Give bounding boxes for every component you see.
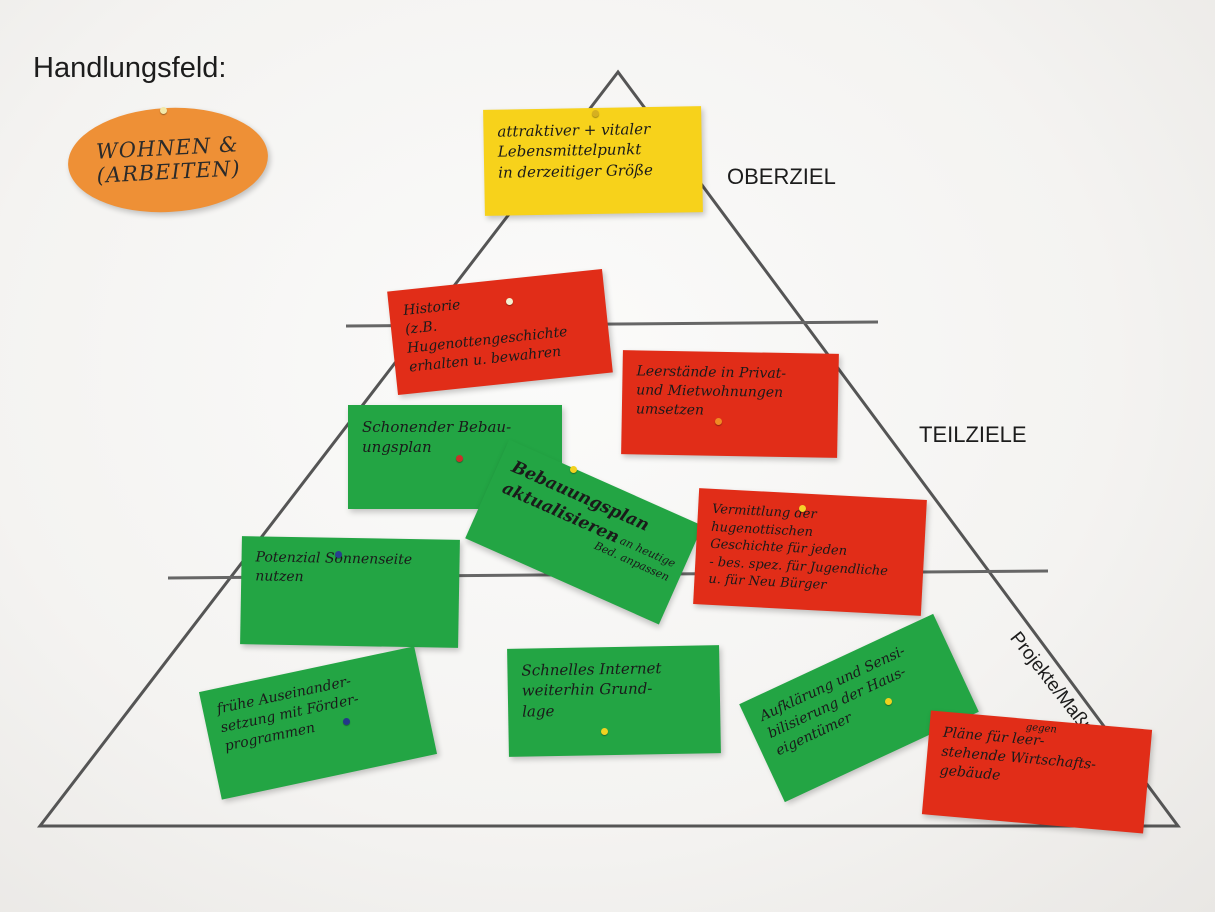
pin-icon [715,418,722,425]
goal-card: attraktiver + vitaler Lebensmittelpunkt … [483,106,703,216]
project-card: gegen Pläne für leer- stehende Wirtschaf… [921,710,1153,834]
pin-icon [592,110,599,117]
project-card: Schnelles Internet weiterhin Grund- lage [507,645,721,757]
pin-icon [799,505,806,512]
pyramid-triangle [36,69,1181,828]
card-note: gegen [1025,721,1058,736]
pin-icon [343,718,350,725]
pin-icon [506,298,513,305]
level-label-top: OBERZIEL [727,164,836,189]
pin-icon [885,698,892,705]
card-text: Historie (z.B. Hugenottengeschichte erha… [402,297,569,376]
pin-icon [601,728,608,735]
pin-icon [335,551,342,558]
pin-icon [570,466,577,473]
card-text: attraktiver + vitaler Lebensmittelpunkt … [497,119,654,182]
pin-icon [160,107,167,114]
card-text: Leerstände in Privat- und Mietwohnungen … [635,363,787,419]
card-text: Schnelles Internet weiterhin Grund- lage [521,659,662,721]
card-text: Potenzial Sonnenseite nutzen [255,549,413,586]
card-text: Vermittlung der hugenottischen Geschicht… [708,501,889,594]
card-text: Schonender Bebau- ungsplan [362,418,512,457]
subgoal-card: Leerstände in Privat- und Mietwohnungen … [621,350,839,458]
level-label-middle: TEILZIELE [919,422,1027,447]
project-card: Vermittlung der hugenottischen Geschicht… [693,488,927,616]
project-card: Potenzial Sonnenseite nutzen [240,536,460,648]
heading-label: Handlungsfeld: [33,52,227,84]
pin-icon [456,455,463,462]
